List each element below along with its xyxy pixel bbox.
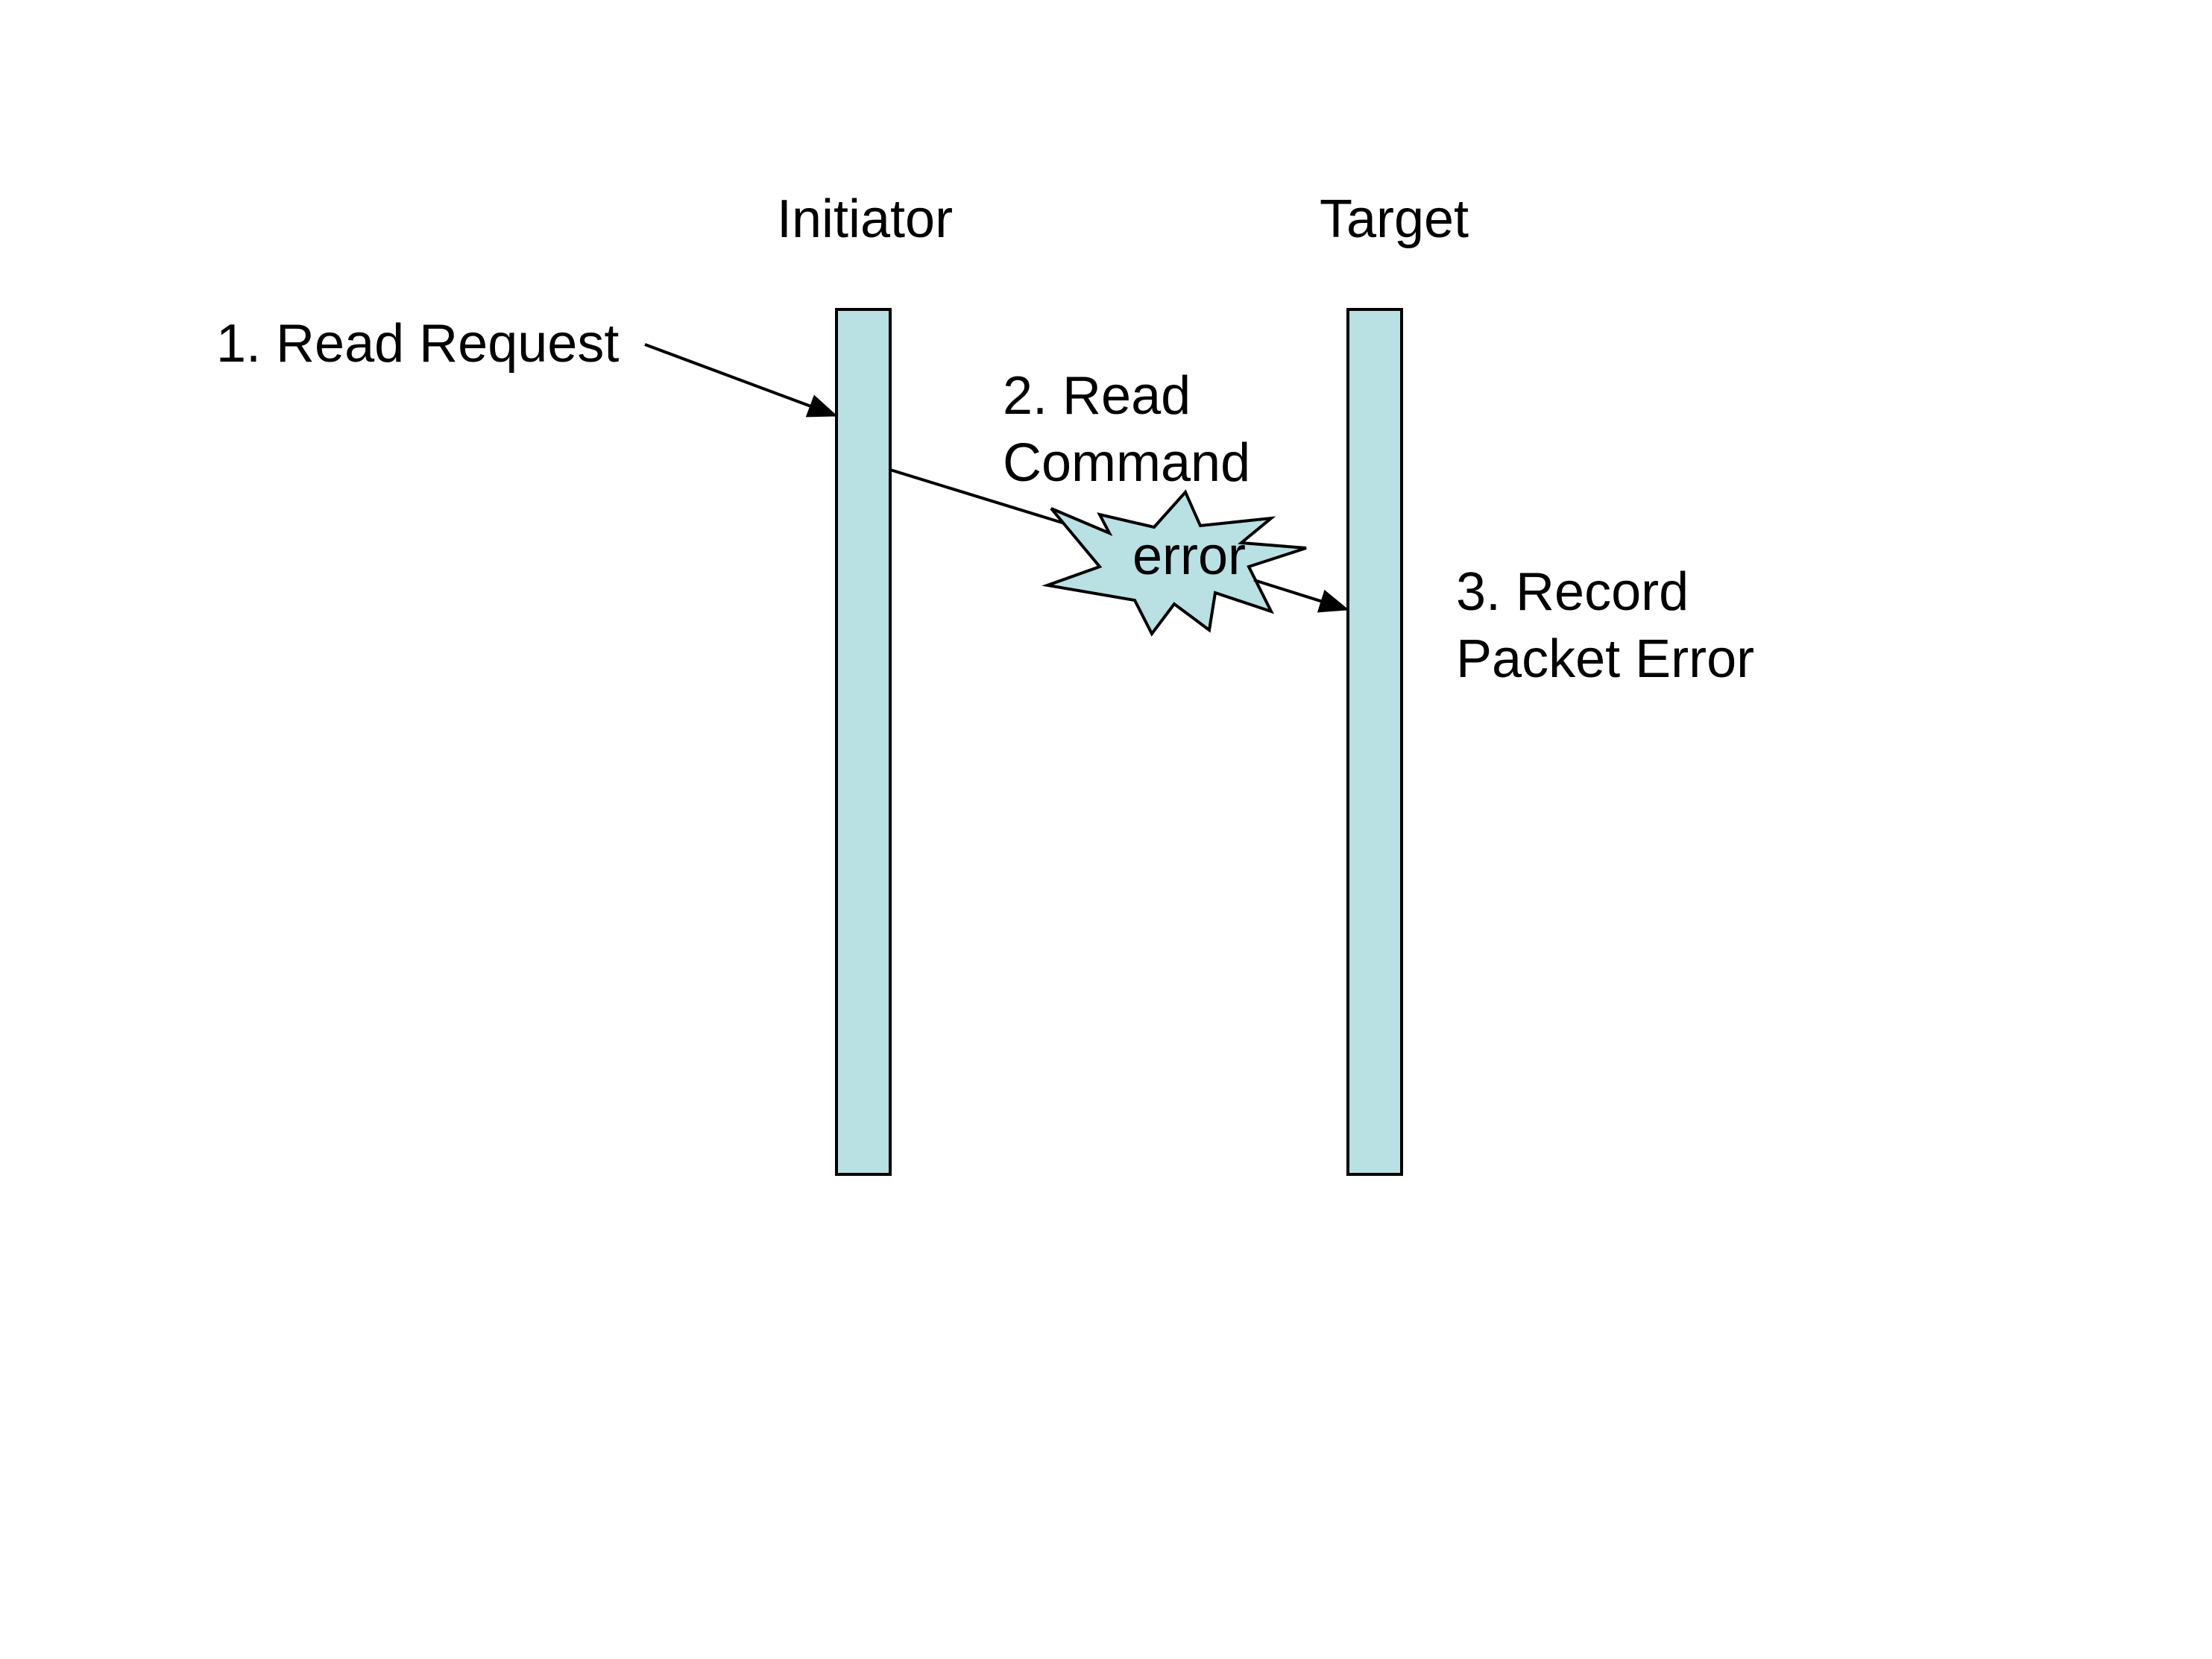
error-label: error — [1132, 526, 1246, 586]
step-2-label-line1: 2. Read — [1003, 366, 1191, 426]
participant-initiator-label: Initiator — [777, 189, 953, 249]
target-lifeline — [1346, 308, 1403, 1176]
step-3-label-line2: Packet Error — [1456, 629, 1754, 689]
read-request-arrow — [644, 343, 838, 418]
initiator-lifeline — [835, 308, 892, 1176]
error-burst-icon — [1042, 489, 1307, 637]
participant-target-label: Target — [1320, 189, 1469, 249]
step-1-label: 1. Read Request — [216, 314, 619, 374]
read-command-arrow-segment-2 — [1253, 579, 1349, 613]
step-2-label-line2: Command — [1003, 433, 1250, 493]
step-3-label-line1: 3. Record — [1456, 562, 1689, 622]
